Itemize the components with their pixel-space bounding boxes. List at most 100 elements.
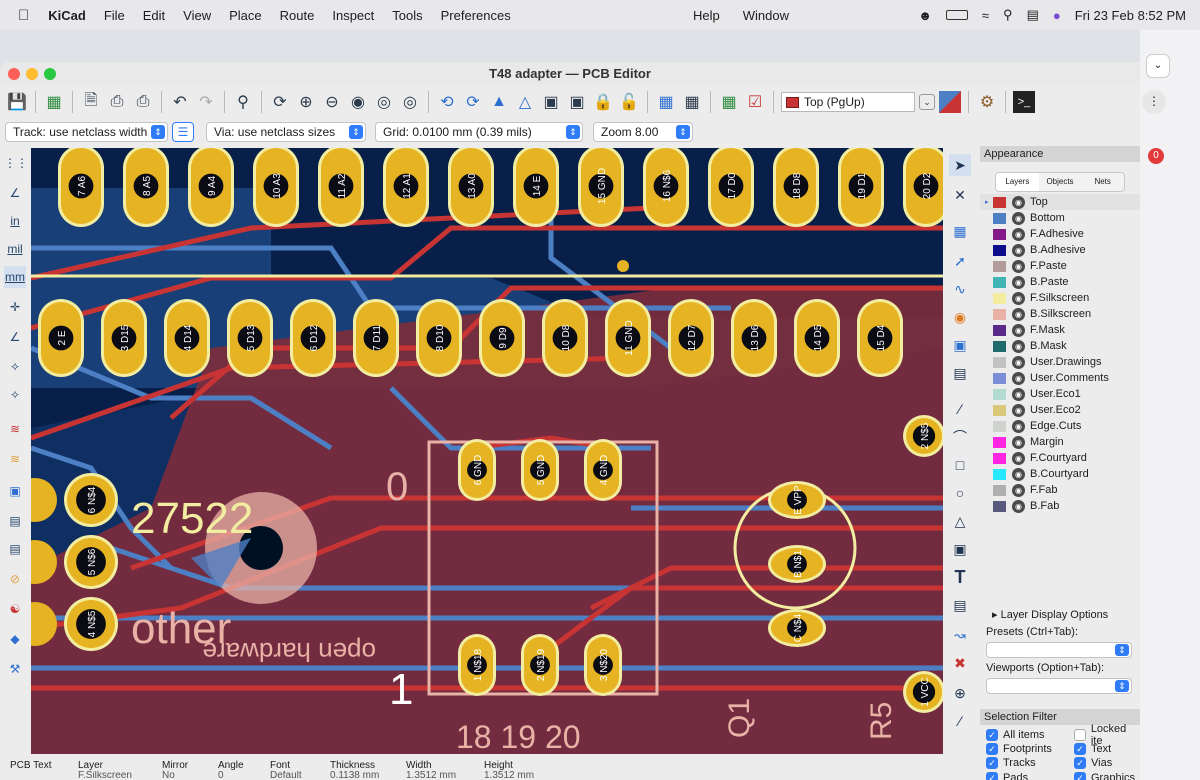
ic-pad[interactable]: 6 GND [458, 439, 496, 501]
layer-row[interactable]: ◉B.Fab [980, 498, 1140, 514]
add-footprint-icon[interactable]: ▦ [953, 223, 967, 239]
eye-icon[interactable]: ◉ [1012, 291, 1025, 305]
add-dimension-icon[interactable]: ↝ [954, 627, 966, 643]
local-ratsnest-icon[interactable]: ✕ [954, 187, 966, 203]
layer-color-swatch[interactable] [993, 228, 1006, 240]
layer-color-swatch[interactable] [993, 308, 1006, 320]
layer-color-swatch[interactable] [993, 420, 1006, 432]
auto-track-width-toggle[interactable]: ☰ [172, 122, 194, 142]
eye-icon[interactable]: ◉ [1012, 211, 1025, 225]
draw-line-icon[interactable]: ∕ [958, 401, 962, 417]
top-header-pad[interactable]: 11 A2 [318, 148, 364, 227]
layer-color-swatch[interactable] [993, 452, 1006, 464]
layer-row[interactable]: ◉User.Eco1 [980, 386, 1140, 402]
delete-tool-icon[interactable]: ✖ [954, 655, 966, 671]
measure-tool-icon[interactable]: ∕ [958, 713, 962, 729]
add-image-icon[interactable]: ▣ [953, 541, 967, 557]
top-header-pad[interactable]: 12 A1 [383, 148, 429, 227]
mid-header-pad[interactable]: 13 D6 [731, 299, 777, 377]
layer-row[interactable]: ◉F.Mask [980, 322, 1140, 338]
mid-header-pad[interactable]: 8 D10 [416, 299, 462, 377]
update-pcb-icon[interactable]: ▦ [721, 94, 737, 111]
eye-icon[interactable]: ◉ [1012, 275, 1025, 289]
zoom-in-icon[interactable]: ⊕ [299, 94, 313, 111]
layer-row[interactable]: ◉Margin [980, 434, 1140, 450]
pcb-board-drawing[interactable]: 27522 other open hardware 0 1 18 19 20 Q… [31, 148, 943, 754]
layer-color-swatch[interactable] [993, 484, 1006, 496]
eye-icon[interactable]: ◉ [1012, 387, 1025, 401]
undo-icon[interactable]: ↶ [173, 94, 187, 111]
mid-header-pad[interactable]: 9 D9 [479, 299, 525, 377]
eye-icon[interactable]: ◉ [1012, 339, 1025, 353]
zoom-window-button[interactable] [44, 68, 56, 80]
top-header-pad[interactable]: 8 A5 [123, 148, 169, 227]
chevron-down-icon[interactable]: ⌄ [919, 94, 935, 110]
zoom-out-icon[interactable]: ⊖ [325, 94, 339, 111]
layers-manager-icon[interactable]: ◆ [10, 632, 20, 646]
selection-filter-item[interactable]: ✓Graphics [1074, 771, 1135, 780]
selection-filter-item[interactable]: ✓Vias [1074, 756, 1112, 770]
layer-row[interactable]: ◉B.Silkscreen [980, 306, 1140, 322]
tab-objects[interactable]: Objects [1046, 177, 1074, 186]
user-icon[interactable]: ☻ [918, 7, 932, 23]
eye-icon[interactable]: ◉ [1012, 307, 1025, 321]
selection-filter-item[interactable]: ✓Tracks [986, 756, 1036, 770]
top-header-pad[interactable]: 15 GND [578, 148, 624, 227]
menu-app-name[interactable]: KiCad [37, 7, 86, 23]
checkbox[interactable]: ✓ [1074, 771, 1086, 780]
plot-icon[interactable]: ⎙ [136, 93, 150, 110]
layer-row[interactable]: ◉F.Adhesive [980, 226, 1140, 242]
unlock-icon[interactable]: 🔓 [619, 94, 639, 111]
tab-nets[interactable]: Nets [1094, 177, 1111, 186]
layer-color-swatch[interactable] [993, 372, 1006, 384]
via-size-select[interactable]: Via: use netclass sizes ⇕ [206, 122, 366, 142]
layer-color-swatch[interactable] [993, 356, 1006, 368]
refresh-icon[interactable]: ⟳ [273, 94, 287, 111]
menu-help[interactable]: Help [693, 7, 720, 23]
ic-pad[interactable]: 4 GND [584, 439, 622, 501]
ratsnest-icon[interactable]: ✧ [9, 360, 21, 374]
presets-select[interactable]: ⇕ [986, 642, 1132, 658]
menu-inspect[interactable]: Inspect [321, 7, 374, 23]
layer-row[interactable]: ◉B.Paste [980, 274, 1140, 290]
selection-filter-item[interactable]: ✓Footprints [986, 742, 1052, 756]
mid-header-pad[interactable]: 12 D7 [668, 299, 714, 377]
rotate-ccw-icon[interactable]: ⟲ [440, 94, 454, 111]
transistor-pad[interactable]: B N$1 [768, 545, 826, 583]
spotlight-search-icon[interactable]: ⚲ [1003, 7, 1013, 22]
layer-color-swatch[interactable] [993, 260, 1006, 272]
eye-icon[interactable]: ◉ [1012, 403, 1025, 417]
eye-icon[interactable]: ◉ [1012, 467, 1025, 481]
menu-route[interactable]: Route [268, 7, 315, 23]
layer-row[interactable]: ◉B.Mask [980, 338, 1140, 354]
polar-coords-icon[interactable]: ∠ [9, 186, 21, 200]
lock-icon[interactable]: 🔒 [593, 94, 613, 111]
transistor-pad[interactable]: E VPP [768, 481, 826, 519]
eye-icon[interactable]: ◉ [1012, 483, 1025, 497]
add-text-icon[interactable]: T [954, 567, 966, 587]
zoom-objects-icon[interactable]: ◎ [377, 94, 391, 111]
add-textbox-icon[interactable]: ▤ [953, 597, 967, 613]
layer-row[interactable]: ◉User.Drawings [980, 354, 1140, 370]
selection-filter-item[interactable]: Locked ite [1074, 723, 1140, 747]
draw-arc-icon[interactable]: ⌒ [953, 429, 967, 445]
checkbox[interactable]: ✓ [1074, 743, 1086, 756]
contrast-mode-icon[interactable]: ☯ [9, 602, 21, 616]
mid-header-pad[interactable]: 10 D8 [542, 299, 588, 377]
wifi-icon[interactable]: ≈ [981, 7, 990, 23]
resistor-pad[interactable]: 1 VCC [903, 671, 943, 713]
pcb-canvas[interactable]: 27522 other open hardware 0 1 18 19 20 Q… [31, 148, 943, 754]
mid-header-pad[interactable]: 3 D15 [101, 299, 147, 377]
layer-color-swatch[interactable] [993, 244, 1006, 256]
top-header-pad[interactable]: 10 A3 [253, 148, 299, 227]
layer-row[interactable]: ◉F.Paste [980, 258, 1140, 274]
top-header-pad[interactable]: 19 D1 [838, 148, 884, 227]
layer-row[interactable]: ◉B.Adhesive [980, 242, 1140, 258]
eye-icon[interactable]: ◉ [1012, 355, 1025, 369]
layer-color-swatch[interactable] [993, 340, 1006, 352]
layer-color-swatch[interactable] [993, 388, 1006, 400]
layer-color-swatch[interactable] [993, 212, 1006, 224]
board-setup-icon[interactable]: ▦ [46, 94, 62, 111]
print-icon[interactable]: ⎙ [110, 93, 124, 110]
checkbox[interactable]: ✓ [1074, 757, 1086, 770]
